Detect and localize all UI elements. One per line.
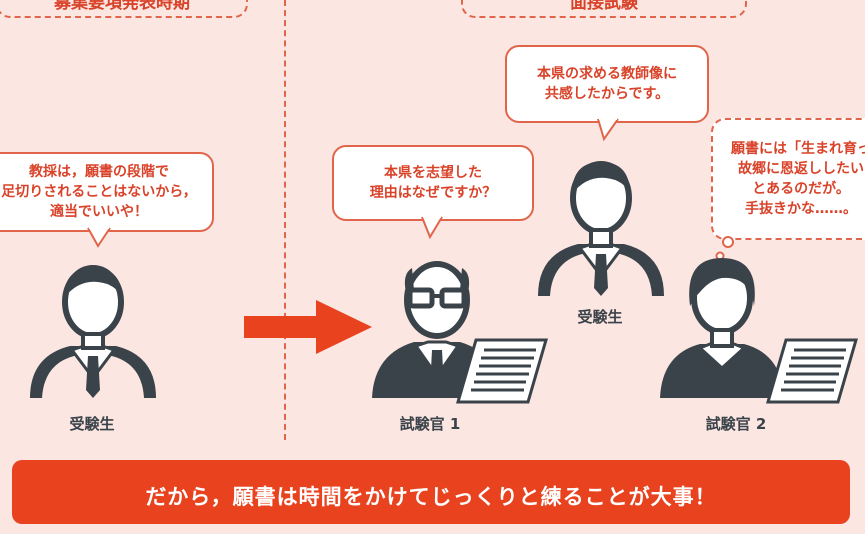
label-student-left: 受験生 bbox=[69, 415, 115, 433]
bubble-line: 理由はなぜですか？ bbox=[369, 185, 497, 201]
header-interview-exam: 面接試験 bbox=[461, 0, 747, 18]
conclusion-text: だから，願書は時間をかけてじっくりと練ることが大事！ bbox=[145, 485, 717, 509]
section-divider bbox=[284, 0, 286, 440]
thought-bubble-examiner-2: 願書には「生まれ育っ 故郷に恩返ししたい とあるのだが。 手抜きかな……。 bbox=[711, 118, 865, 240]
header-recruitment-period: 募集要項発表時期 bbox=[0, 0, 248, 18]
student-left-figure bbox=[30, 265, 156, 398]
speech-bubble-examiner-1: 本県を志望した 理由はなぜですか？ bbox=[332, 145, 534, 221]
bubble-line: 手抜きかな……。 bbox=[745, 201, 857, 217]
document-icon bbox=[456, 338, 548, 404]
bubble-line: 足切りされることはないから， bbox=[1, 184, 197, 200]
bubble-line: 本県の求める教師像に bbox=[537, 66, 677, 82]
bubble-line: 本県を志望した bbox=[384, 165, 482, 181]
thought-dots-examiner-2 bbox=[715, 236, 734, 261]
examiner-1-figure bbox=[372, 261, 502, 398]
label-student-right: 受験生 bbox=[577, 308, 623, 326]
speech-bubble-student-right: 本県の求める教師像に 共感したからです。 bbox=[505, 45, 709, 123]
bubble-line: 適当でいいや！ bbox=[50, 204, 148, 220]
bubble-tail-student-right bbox=[597, 117, 619, 142]
conclusion-banner: だから，願書は時間をかけてじっくりと練ることが大事！ bbox=[12, 460, 850, 524]
document-icon bbox=[766, 338, 858, 404]
label-examiner-2: 試験官 2 bbox=[705, 415, 767, 433]
bubble-line: 故郷に恩返ししたい bbox=[738, 161, 864, 177]
bubble-line: 教採は，願書の段階で bbox=[29, 164, 169, 180]
arrow-right-icon bbox=[244, 300, 372, 354]
bubble-line: 願書には「生まれ育っ bbox=[731, 141, 865, 157]
header-interview-label: 面接試験 bbox=[570, 0, 638, 13]
bubble-line: とあるのだが。 bbox=[752, 181, 850, 197]
speech-bubble-student-left: 教採は，願書の段階で 足切りされることはないから， 適当でいいや！ bbox=[0, 152, 214, 232]
label-examiner-1: 試験官 1 bbox=[399, 415, 461, 433]
examiner-2-figure bbox=[660, 258, 784, 398]
bubble-tail-examiner-1 bbox=[421, 215, 443, 240]
header-recruitment-label: 募集要項発表時期 bbox=[54, 0, 190, 13]
student-right-figure bbox=[538, 161, 664, 296]
bubble-tail-student-left bbox=[87, 226, 111, 248]
bubble-line: 共感したからです。 bbox=[544, 86, 670, 102]
